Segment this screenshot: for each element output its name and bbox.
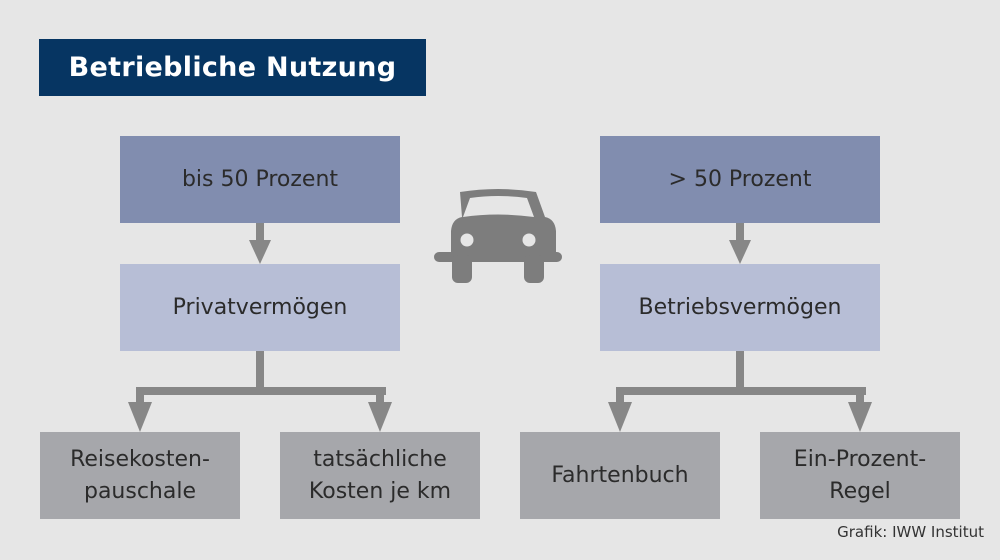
option-ein-prozent-regel: Ein-Prozent- Regel [760,432,960,519]
left-condition-box: bis 50 Prozent [120,136,400,223]
option-tatsaechliche-kosten: tatsächliche Kosten je km [280,432,480,519]
right-asset-box: Betriebsvermögen [600,264,880,351]
left-condition-label: bis 50 Prozent [181,166,339,192]
option-fahrtenbuch: Fahrtenbuch [520,432,720,519]
right-asset-label: Betriebsvermögen [638,294,842,320]
left-asset-label: Privatvermögen [172,294,348,320]
right-condition-label: > 50 Prozent [668,166,812,192]
diagram-title: Betriebliche Nutzung [39,39,426,96]
option-reisekostenpauschale: Reisekosten- pauschale [40,432,240,519]
left-asset-box: Privatvermögen [120,264,400,351]
car-icon [434,189,562,283]
source-credit: Grafik: IWW Institut [837,523,984,541]
right-condition-box: > 50 Prozent [600,136,880,223]
